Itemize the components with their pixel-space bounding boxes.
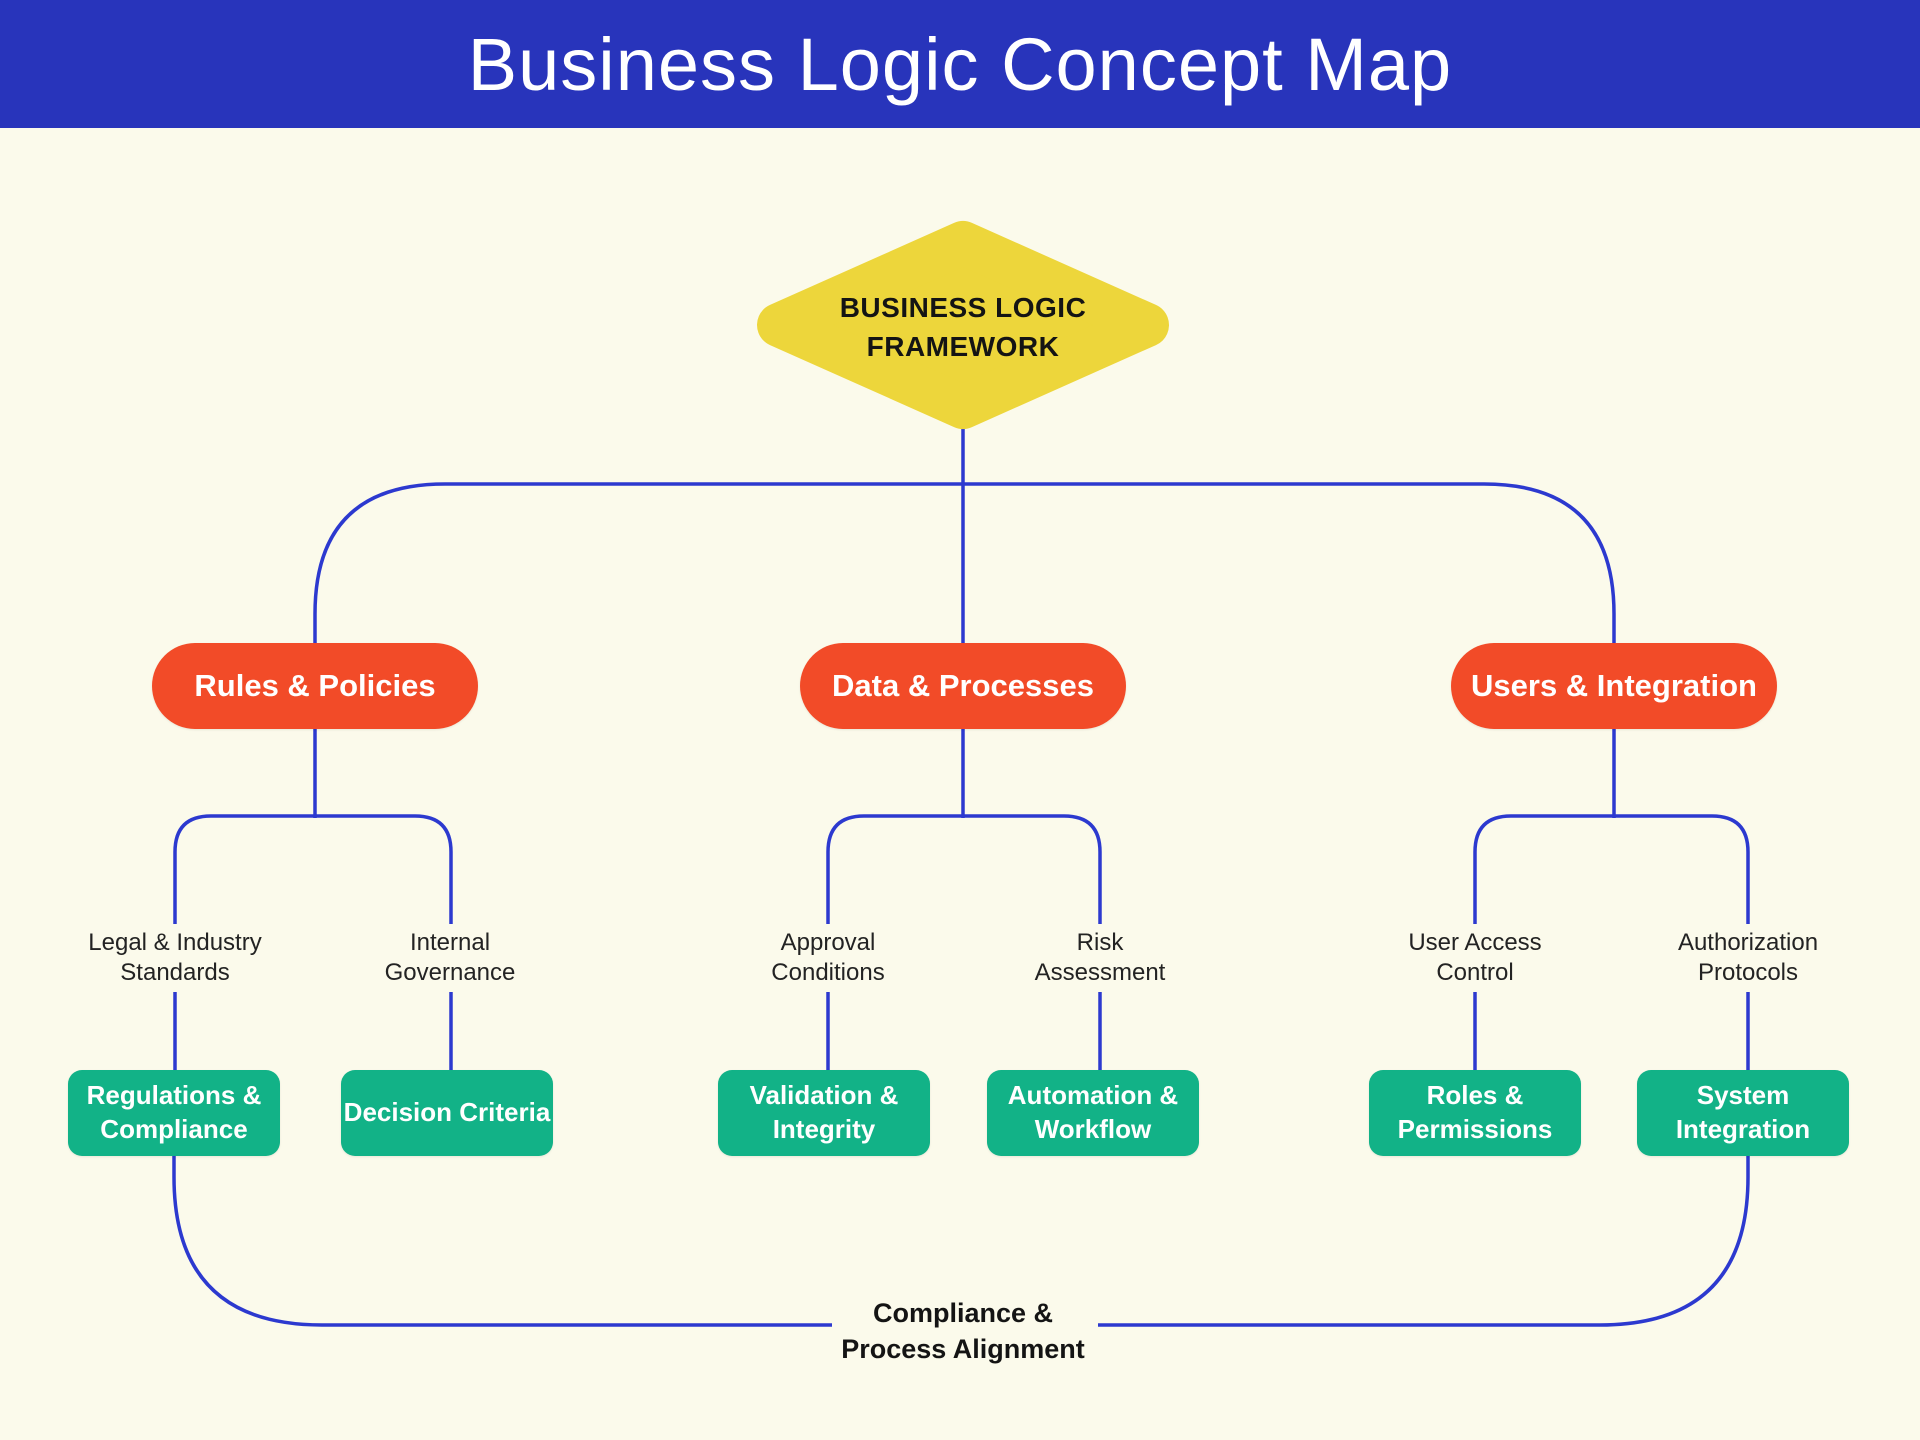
leaf-regulations-compliance: Regulations & Compliance — [68, 1070, 280, 1156]
subtopic-internal-governance: Internal Governance — [384, 929, 516, 986]
connector-bottom-right — [1098, 1152, 1750, 1327]
leaf-system-integration: System Integration — [1637, 1070, 1849, 1156]
page-title: Business Logic Concept Map — [467, 22, 1453, 106]
connector-bottom-left — [172, 1152, 832, 1327]
subtopic-authorization-protocols: Authorization Protocols — [1677, 929, 1819, 986]
branch-rules-policies: Rules & Policies — [152, 643, 478, 729]
leaf-automation-workflow: Automation & Workflow — [987, 1070, 1199, 1156]
subtopic-user-access-control: User Access Control — [1408, 929, 1542, 986]
connector-bracket-right — [1473, 814, 1750, 924]
leaf-roles-permissions: Roles & Permissions — [1369, 1070, 1581, 1156]
leaf-decision-criteria: Decision Criteria — [341, 1070, 553, 1156]
connector-bracket-center — [826, 814, 1102, 924]
root-node-label: BUSINESS LOGIC FRAMEWORK — [839, 291, 1087, 362]
title-bar: Business Logic Concept Map — [0, 0, 1920, 128]
subtopic-legal-industry-standards: Legal & Industry Standards — [88, 929, 262, 986]
footer-alignment-label: Compliance & Process Alignment — [841, 1297, 1085, 1364]
subtopic-approval-conditions: Approval Conditions — [771, 929, 885, 986]
leaf-validation-integrity: Validation & Integrity — [718, 1070, 930, 1156]
branch-users-integration: Users & Integration — [1451, 643, 1777, 729]
connector-bracket-left — [173, 814, 453, 924]
subtopic-risk-assessment: Risk Assessment — [1034, 929, 1166, 986]
root-diamond-shape — [757, 221, 1169, 429]
branch-data-processes: Data & Processes — [800, 643, 1126, 729]
